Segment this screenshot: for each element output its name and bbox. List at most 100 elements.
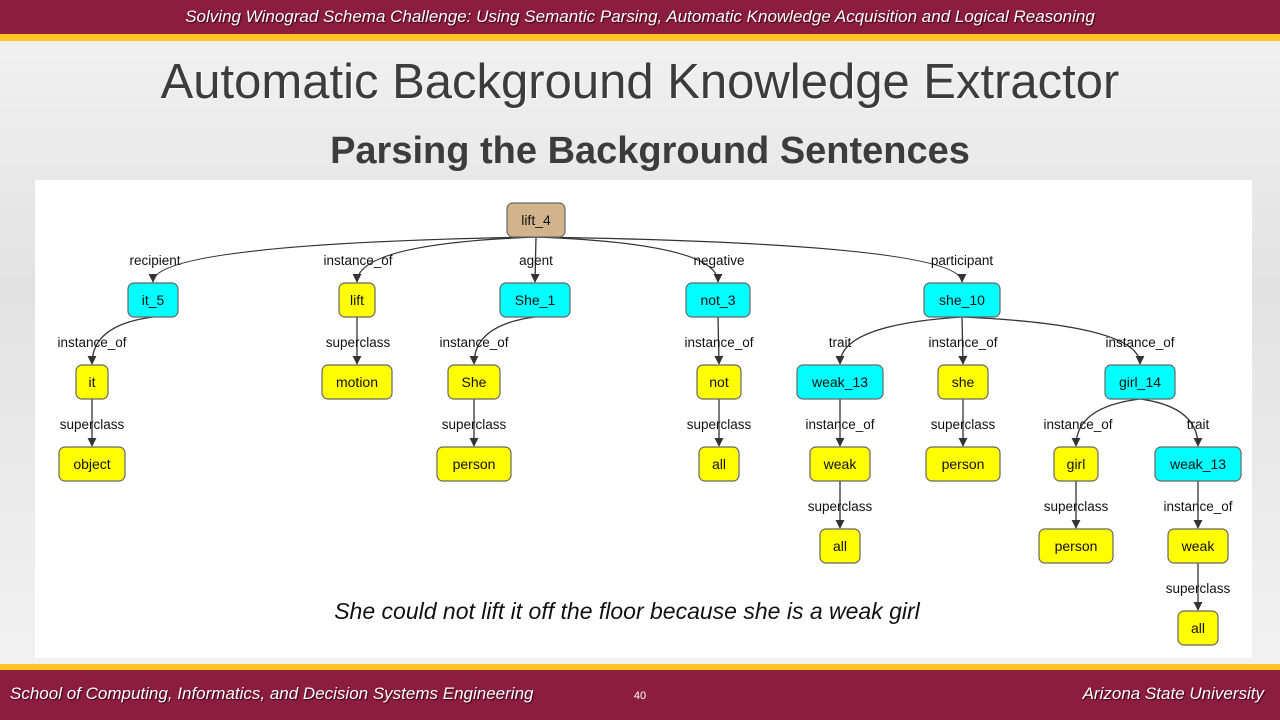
node-label: motion [336,374,378,390]
node-person2: person [925,446,1001,482]
node-not_3: not_3 [685,282,751,318]
edge-label-instance_of: instance_of [684,335,753,350]
node-box [1053,446,1099,482]
node-person3: person [1038,528,1114,564]
presentation-title: Solving Winograd Schema Challenge: Using… [185,7,1095,26]
node-box [338,282,376,318]
diagram-panel [35,180,1252,658]
footer-university: Arizona State University [1082,684,1264,703]
edge-she_10-weak_13a [835,316,963,365]
node-weak_13b: weak_13 [1154,446,1242,482]
node-label: all [712,456,726,472]
node-she_10: she_10 [923,282,1001,318]
edge-label-trait: trait [829,335,852,350]
edge-lift_4-lift [352,236,537,283]
node-lift: lift [338,282,376,318]
edge-She_1-She [469,316,536,365]
edge-label-superclass: superclass [442,417,507,432]
edge-label-superclass: superclass [687,417,752,432]
node-box [1167,528,1229,564]
node-box [321,364,393,400]
page-number: 40 [633,690,647,702]
node-label: lift_4 [521,212,551,228]
edge-label-instance_of: instance_of [439,335,508,350]
edge-girl_14-weak_13b [1139,398,1203,447]
node-girl: girl [1053,446,1099,482]
node-label: girl [1067,456,1086,472]
node-weak_13a: weak_13 [796,364,884,400]
node-motion: motion [321,364,393,400]
edge-label-recipient: recipient [129,253,180,268]
node-it: it [75,364,109,400]
node-she: she [937,364,989,400]
node-box [436,446,512,482]
node-label: it [89,374,96,390]
edge-lift_4-it_5 [148,236,537,283]
node-box [685,282,751,318]
edge-label-superclass: superclass [326,335,391,350]
node-box [58,446,126,482]
node-box [923,282,1001,318]
node-label: all [833,538,847,554]
edge-label-agent: agent [519,253,553,268]
node-box [696,364,742,400]
node-She_1: She_1 [499,282,571,318]
node-label: lift [350,292,364,308]
node-weak1: weak [809,446,871,482]
slide-subtitle: Parsing the Background Sentences [330,130,970,172]
node-label: she_10 [939,292,985,308]
edge-label-negative: negative [693,253,744,268]
node-label: object [73,456,110,472]
edge-label-superclass: superclass [60,417,125,432]
node-box [1104,364,1176,400]
node-label: all [1191,620,1205,636]
node-box [819,528,861,564]
edge-label-instance_of: instance_of [1163,499,1232,514]
node-label: weak_13 [1169,456,1226,472]
edge-label-instance_of: instance_of [805,417,874,432]
node-person1: person [436,446,512,482]
edge-girl_14-girl [1071,398,1141,447]
node-label: it_5 [142,292,165,308]
node-box [506,202,566,238]
edge-lift_4-not_3 [535,236,723,283]
edge-label-participant: participant [931,253,994,268]
edge-not_3-not [714,316,724,365]
node-box [698,446,740,482]
node-She: She [447,364,501,400]
node-box [1154,446,1242,482]
node-label: She [462,374,487,390]
node-label: weak_13 [811,374,868,390]
edge-she_10-girl_14 [961,316,1145,365]
edge-label-superclass: superclass [1166,581,1231,596]
node-label: person [1055,538,1098,554]
edge-label-instance_of: instance_of [1105,335,1174,350]
node-not: not [696,364,742,400]
node-box [127,282,179,318]
node-box [75,364,109,400]
node-all2: all [819,528,861,564]
node-label: person [942,456,985,472]
edge-she_10-she [958,316,968,365]
node-label: person [453,456,496,472]
node-box [809,446,871,482]
footer-banner [0,670,1280,720]
node-box [1038,528,1114,564]
slide-title: Automatic Background Knowledge Extractor [160,55,1120,109]
edge-it_5-it [87,316,154,365]
node-lift_4: lift_4 [506,202,566,238]
node-all3: all [1177,610,1219,646]
node-label: not [709,374,729,390]
node-label: weak [1181,538,1216,554]
footer-school: School of Computing, Informatics, and De… [10,684,534,703]
node-weak2: weak [1167,528,1229,564]
edge-label-instance_of: instance_of [928,335,997,350]
edge-label-superclass: superclass [1044,499,1109,514]
diagram-caption: She could not lift it off the floor beca… [334,598,920,624]
node-object: object [58,446,126,482]
edge-label-instance_of: instance_of [1043,417,1112,432]
node-box [937,364,989,400]
node-all1: all [698,446,740,482]
edge-label-superclass: superclass [808,499,873,514]
